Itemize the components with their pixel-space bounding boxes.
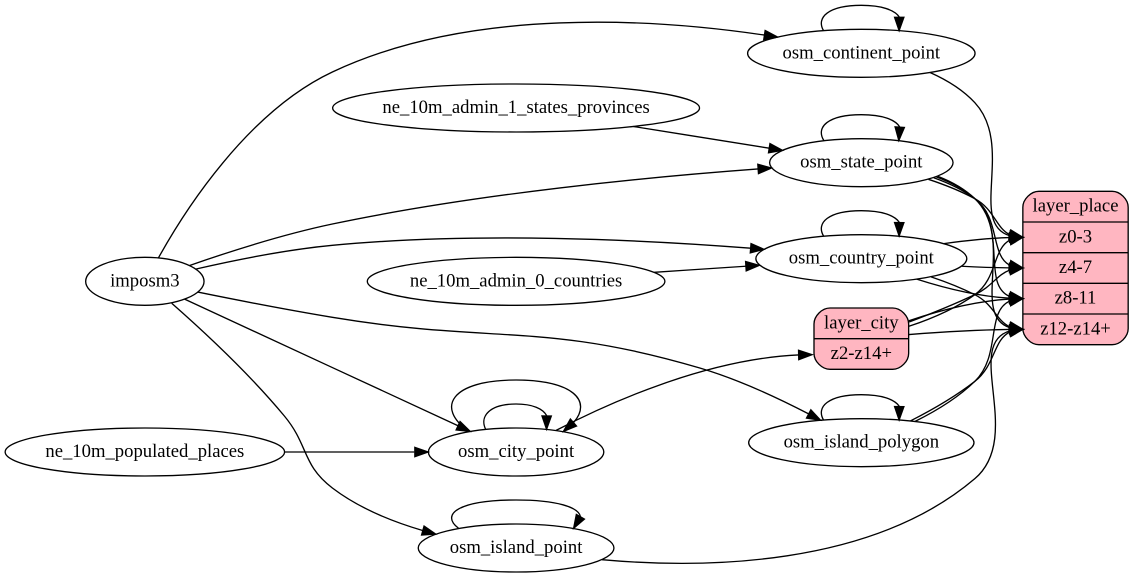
- svg-text:osm_state_point: osm_state_point: [800, 152, 923, 173]
- svg-text:z12-z14+: z12-z14+: [1040, 318, 1111, 339]
- svg-text:ne_10m_populated_places: ne_10m_populated_places: [45, 441, 244, 462]
- svg-text:osm_country_point: osm_country_point: [789, 248, 935, 269]
- svg-text:osm_continent_point: osm_continent_point: [783, 42, 941, 63]
- svg-text:layer_place: layer_place: [1033, 196, 1119, 217]
- svg-text:osm_city_point: osm_city_point: [458, 441, 575, 462]
- svg-text:ne_10m_admin_0_countries: ne_10m_admin_0_countries: [410, 270, 622, 291]
- svg-text:osm_island_point: osm_island_point: [450, 537, 583, 558]
- svg-text:z8-11: z8-11: [1055, 288, 1097, 309]
- svg-text:osm_island_polygon: osm_island_polygon: [784, 432, 940, 453]
- svg-text:z2-z14+: z2-z14+: [831, 343, 892, 364]
- svg-text:z4-7: z4-7: [1059, 257, 1092, 278]
- svg-text:z0-3: z0-3: [1059, 226, 1092, 247]
- svg-text:imposm3: imposm3: [110, 270, 179, 291]
- svg-text:layer_city: layer_city: [824, 312, 899, 333]
- svg-text:ne_10m_admin_1_states_province: ne_10m_admin_1_states_provinces: [382, 97, 649, 118]
